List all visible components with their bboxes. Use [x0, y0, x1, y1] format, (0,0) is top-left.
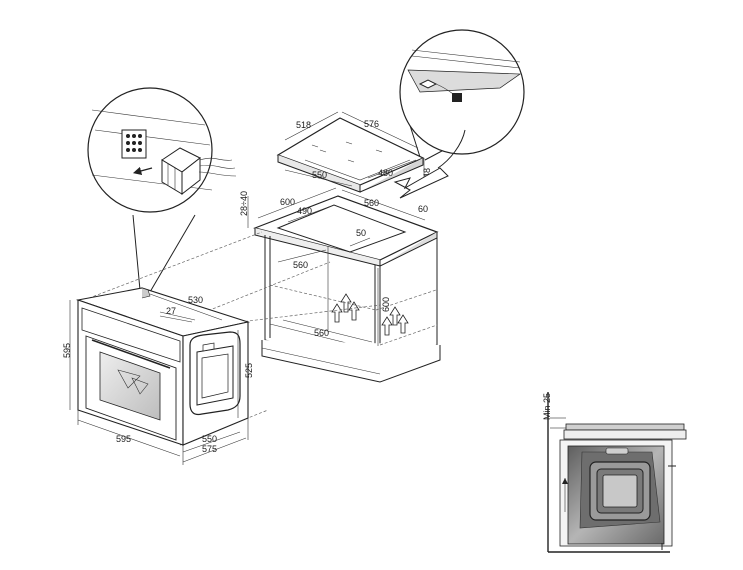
airflow-arrows [331, 293, 409, 336]
oven-height-label: 595 [62, 343, 72, 358]
oven-small-label: 27 [166, 306, 176, 316]
cabinet-width-label: 560 [364, 198, 379, 208]
insert-arrow-icon [393, 167, 449, 199]
hob-thickness-label: 48 [422, 168, 432, 178]
hob-cutout-depth-label: 480 [378, 168, 393, 178]
cabinet-rear-gap-label: 50 [356, 228, 366, 238]
cabinet-inner-width-label: 560 [293, 260, 308, 270]
side-view-min-label: Min 25 [542, 393, 552, 420]
clip-detail-magnifier [399, 29, 525, 161]
cabinet-gap-label: 28÷40 [239, 191, 249, 216]
cabinet-height-label: 600 [381, 297, 391, 312]
hob-cutout-width-label: 550 [312, 170, 327, 180]
cabinet-depth-label: 600 [280, 197, 295, 207]
plug-icon [161, 147, 237, 196]
oven-drawing [69, 287, 251, 465]
hob-drawing [276, 111, 425, 193]
cabinet-inner-depth-label: 490 [297, 206, 312, 216]
side-section-view [547, 392, 687, 553]
hob-width-label: 576 [364, 119, 379, 129]
cabinet-bottom-width-label: 560 [314, 328, 329, 338]
connector-detail-magnifier [87, 87, 237, 293]
hob-depth-label: 518 [296, 120, 311, 130]
oven-total-depth-label: 575 [202, 444, 217, 454]
oven-depth-label: 550 [202, 434, 217, 444]
oven-top-depth-label: 530 [188, 295, 203, 305]
clip-icon [418, 79, 462, 102]
oven-side-panel [189, 331, 241, 416]
oven-width-label: 595 [116, 434, 131, 444]
cabinet-drawing [247, 187, 441, 383]
cabinet-side-label: 60 [418, 204, 428, 214]
socket-icon [121, 129, 147, 159]
oven-body-height-label: 525 [244, 363, 254, 378]
